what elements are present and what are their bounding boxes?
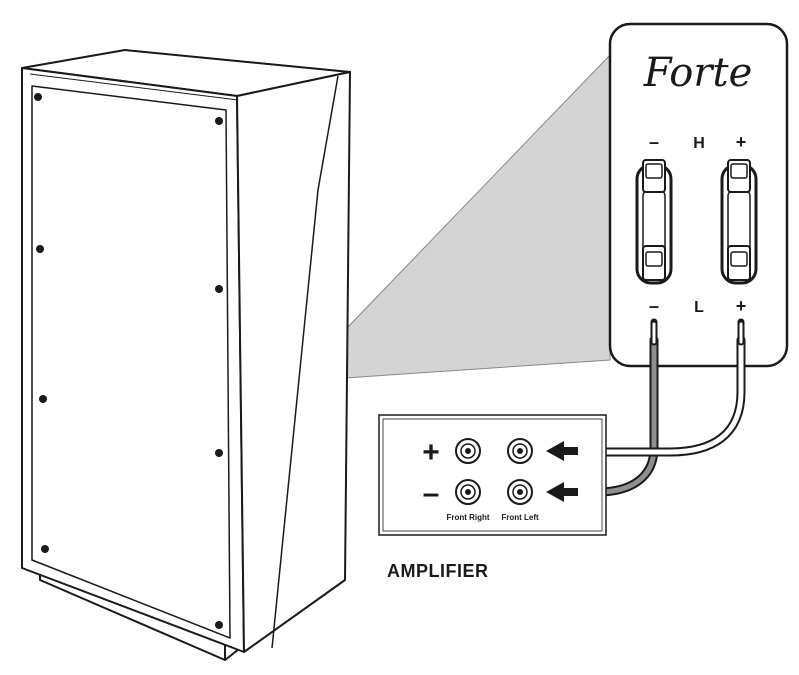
amplifier-panel bbox=[378, 414, 607, 536]
screw bbox=[215, 117, 223, 125]
high-plus-label: + bbox=[736, 132, 747, 152]
plus-insert-arrow-icon bbox=[546, 441, 578, 461]
amp-minus-label: – bbox=[423, 477, 440, 510]
screw bbox=[215, 285, 223, 293]
speaker-top-edge bbox=[124, 49, 351, 73]
screw bbox=[41, 545, 49, 553]
speaker-side-edge bbox=[271, 75, 339, 649]
amplifier-panel-inner bbox=[382, 418, 603, 532]
speaker-screws bbox=[34, 93, 223, 629]
low-negative-post-cap bbox=[645, 251, 663, 267]
front-right-minus-jack bbox=[455, 479, 481, 505]
brand-logo: Forte bbox=[643, 50, 753, 96]
high-negative-post-cap bbox=[645, 163, 663, 179]
screw bbox=[39, 395, 47, 403]
front-left-plus-jack bbox=[507, 438, 533, 464]
callout-wedge bbox=[344, 53, 611, 379]
amp-plus-label: + bbox=[422, 436, 440, 469]
positive-speaker-wire bbox=[580, 318, 746, 457]
speaker-top-inner bbox=[29, 73, 239, 101]
positive-terminal-group bbox=[720, 159, 758, 285]
low-positive-post-cap bbox=[730, 251, 748, 267]
positive-wire-fill bbox=[595, 337, 744, 455]
minus-insert-arrow-icon bbox=[546, 482, 578, 502]
speaker-cabinet bbox=[21, 49, 351, 661]
front-left-minus-jack bbox=[507, 479, 533, 505]
high-label: H bbox=[693, 135, 705, 152]
front-right-plus-jack bbox=[455, 438, 481, 464]
high-minus-label: – bbox=[649, 132, 659, 152]
front-left-label: Front Left bbox=[501, 513, 539, 522]
screw bbox=[34, 93, 42, 101]
screw bbox=[215, 449, 223, 457]
speaker-grille-panel bbox=[31, 85, 231, 639]
low-plus-label: + bbox=[736, 296, 747, 316]
screw bbox=[36, 245, 44, 253]
low-label: L bbox=[694, 299, 704, 316]
front-right-label: Front Right bbox=[446, 513, 489, 522]
amp-jacks bbox=[455, 438, 533, 505]
low-minus-label: – bbox=[649, 296, 659, 316]
high-positive-post-cap bbox=[730, 163, 748, 179]
screw bbox=[215, 621, 223, 629]
speaker-side bbox=[236, 71, 351, 653]
amplifier-label: AMPLIFIER bbox=[387, 561, 489, 581]
negative-terminal-group bbox=[635, 159, 673, 285]
